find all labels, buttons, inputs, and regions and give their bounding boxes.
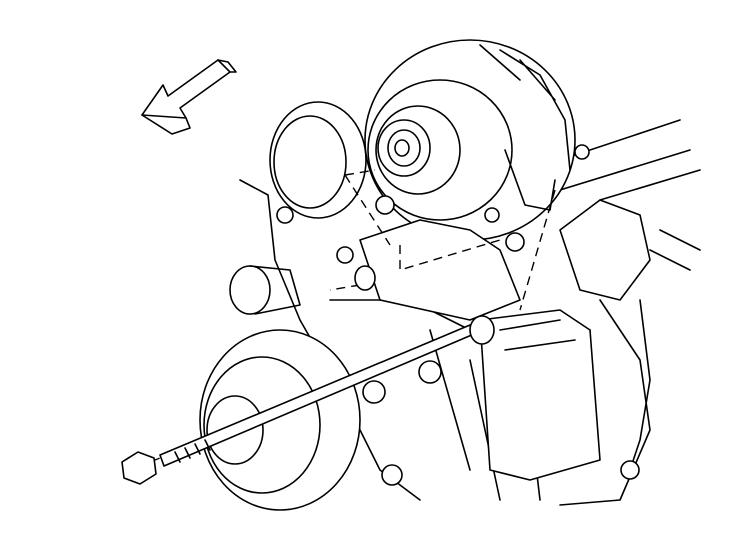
alignment-lines — [149, 169, 556, 463]
direction-arrow — [141, 59, 237, 135]
bolt-head — [381, 464, 403, 486]
bolt-head — [121, 451, 157, 485]
crankshaft-balancer — [199, 329, 361, 511]
nut — [276, 206, 294, 224]
thermostat-housing — [229, 265, 301, 315]
alternator-bracket — [359, 219, 601, 481]
nut — [375, 195, 395, 215]
alternator — [364, 39, 590, 241]
nut — [336, 246, 354, 264]
ignition-coil — [559, 199, 701, 480]
nut — [484, 207, 500, 223]
bolt-head — [418, 360, 442, 384]
fasteners — [276, 195, 525, 486]
idler-pulley — [269, 101, 367, 219]
spacer — [469, 315, 495, 345]
spacer — [354, 265, 376, 291]
bolt-head — [362, 380, 386, 404]
nut — [505, 232, 525, 252]
